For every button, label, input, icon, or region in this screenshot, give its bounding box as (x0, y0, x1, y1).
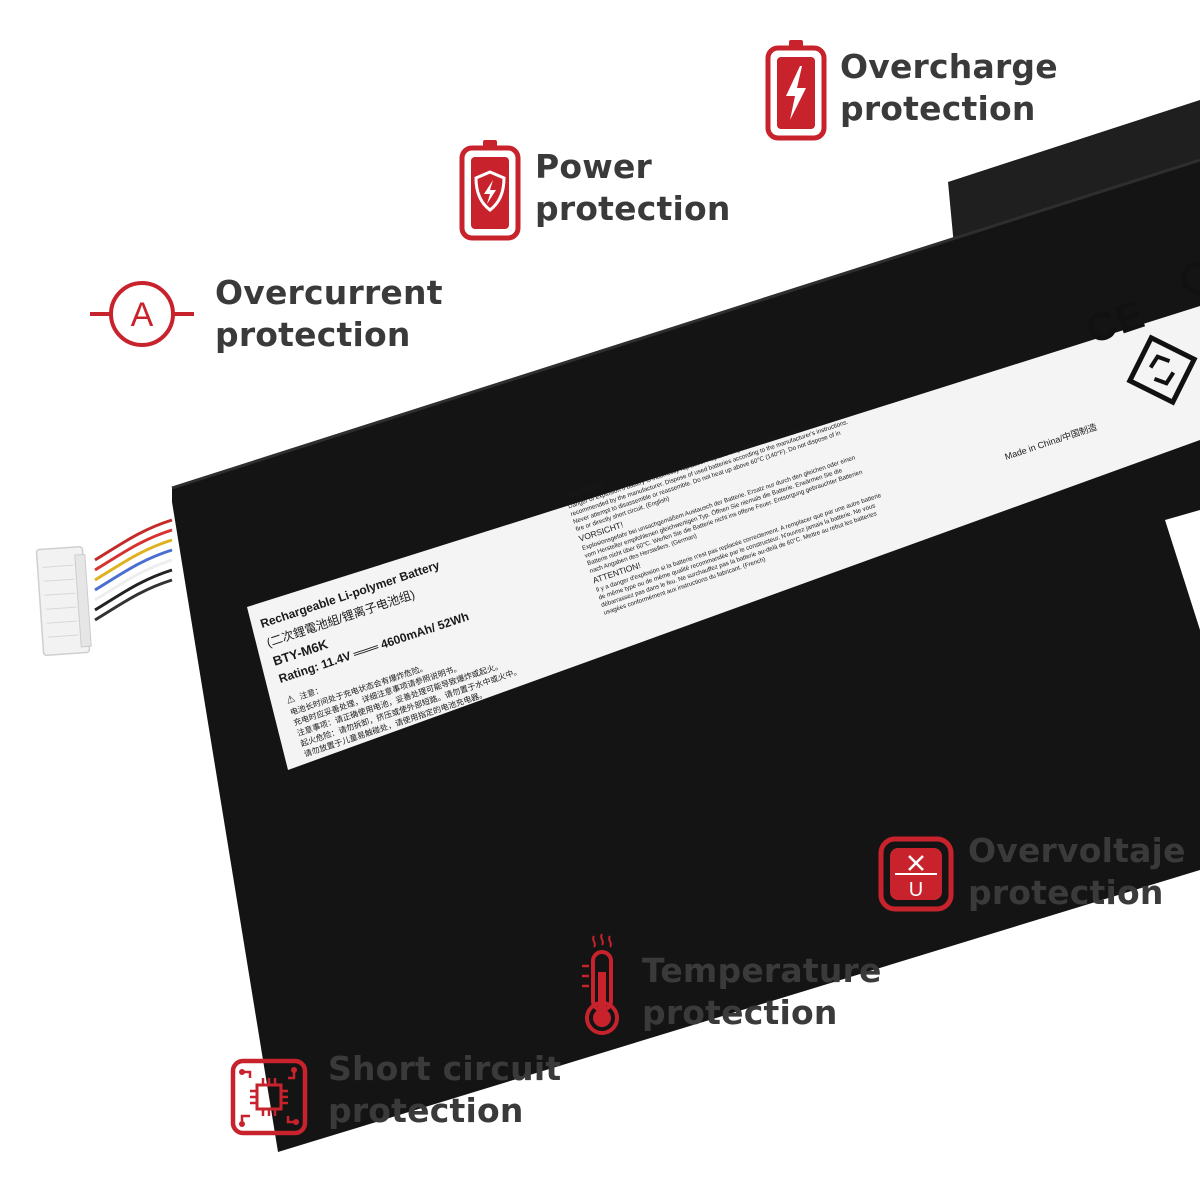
feature-title: Power (535, 147, 652, 186)
connector-cable (94, 518, 173, 622)
short-circuit-protection-label: Short circuit protection (328, 1048, 561, 1132)
label-warning-glyph: ⚠ (285, 693, 297, 706)
temperature-protection-label: Temperature protection (642, 950, 882, 1034)
overcharge-protection-label: Overcharge protection (840, 46, 1058, 130)
feature-subtitle: protection (840, 89, 1036, 128)
ammeter-icon: A (90, 281, 194, 347)
voltage-letter: U (909, 879, 923, 901)
ammeter-letter: A (131, 296, 154, 334)
voltage-icon: U (878, 836, 954, 912)
power-protection-label: Power protection (535, 146, 731, 230)
overvoltage-protection-label: Overvoltaje protection (968, 830, 1186, 914)
feature-subtitle: protection (215, 315, 411, 354)
recycle-symbol (1126, 334, 1198, 406)
battery-label-sticker (247, 306, 1200, 770)
battery-lightning-icon (765, 40, 827, 141)
partial-symbol (1181, 261, 1200, 295)
feature-title: Overcurrent (215, 273, 443, 312)
feature-title: Temperature (642, 951, 882, 990)
overcurrent-protection-label: Overcurrent protection (215, 272, 443, 356)
feature-title: Overvoltaje (968, 831, 1186, 870)
thermometer-icon (582, 933, 619, 1035)
feature-subtitle: protection (328, 1091, 524, 1130)
circuit-chip-icon (230, 1058, 308, 1136)
feature-subtitle: protection (535, 189, 731, 228)
feature-title: Short circuit (328, 1049, 562, 1088)
feature-title: Overcharge (840, 47, 1058, 86)
feature-subtitle: protection (968, 873, 1164, 912)
feature-subtitle: protection (642, 993, 838, 1032)
battery-shield-icon (459, 140, 521, 241)
